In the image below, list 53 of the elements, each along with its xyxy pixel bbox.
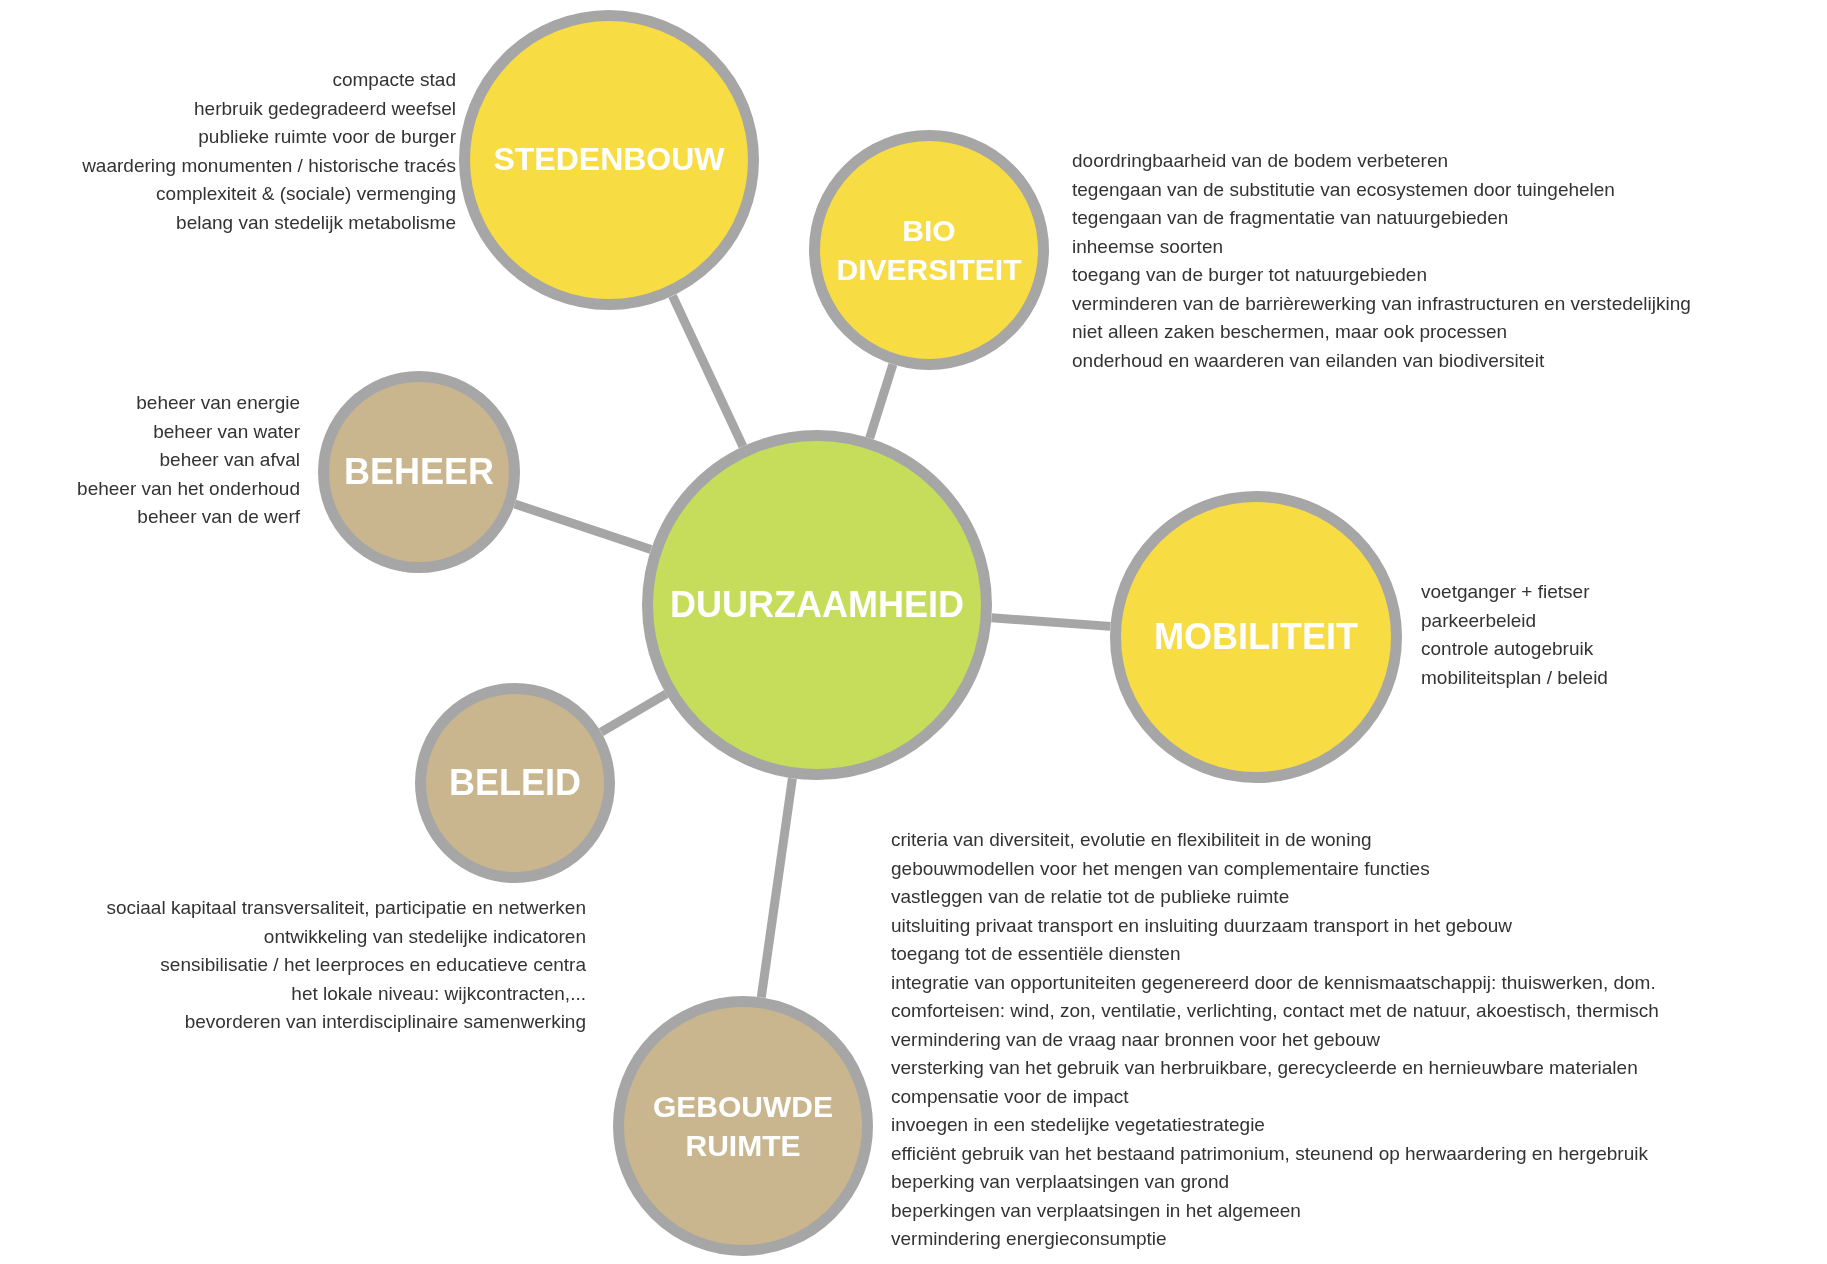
connector-line [668,294,747,449]
topic-title: DUURZAAMHEID [670,582,964,627]
list-item-text: beperkingen van verplaatsingen in het algemeen [891,1198,1301,1223]
list-item-text: publieke ruimte voor de burger [198,125,456,149]
list-item-text: mobiliteitsplan / beleid [1421,665,1608,690]
list-item-text: sensibilisatie / het leerproces en educatieve centra [160,953,586,977]
list-item-text: bevorderen van interdisciplinaire samenwerking [184,1010,586,1034]
connector-line [598,690,669,737]
list-item-text: criteria van diversiteit, evolutie en flexibiliteit in de woning [891,828,1372,852]
list-item-text: het lokale niveau: wijkcontracten,... [291,981,586,1006]
list-item-text: toegang van de burger tot natuurgebieden [1072,263,1427,287]
connector-line [991,613,1111,631]
list-item-text: toegang tot de essentiële diensten [891,942,1181,966]
topic-title: MOBILITEIT [1154,614,1358,659]
list-item-text: parkeerbeleid [1421,608,1537,633]
list-item-text: vermindering van de vraag naar bronnen voor het gebouw [891,1027,1381,1052]
list-item-text: beperking van verplaatsingen van grond [891,1170,1229,1194]
list-item-text: compensatie voor de impact [891,1084,1129,1109]
list-item-text: verminderen van de barrièrewerking van infrastructuren en verstedelijking [1072,291,1691,316]
list-item-text: integratie van opportuniteiten gegenereerd door de kennismaatschappij: thuiswerken, dom. [891,970,1656,995]
list-item-text: invoegen in een stedelijke vegetatiestrategie [891,1113,1265,1137]
list-item-text: complexiteit & (sociale) vermenging [156,182,456,206]
list-item-text: onderhoud en waarderen van eilanden van biodiversiteit [1072,348,1545,373]
list-item-text: sociaal kapitaal transversaliteit, participatie en netwerken [106,896,586,920]
list-item-text: controle autogebruik [1421,637,1594,661]
list-item-text: inheemse soorten [1072,234,1224,259]
list-item-text: herbruik gedegradeerd weefsel [194,96,456,121]
list-item-text: compacte stad [332,68,456,92]
list-item-text: waardering monumenten / historische tracés [82,153,456,178]
list-item-text: vastleggen van de relatie tot de publieke ruimte [891,885,1290,909]
list-item-text: gebouwmodellen voor het mengen van complementaire functies [891,856,1430,881]
list-item-text: voetganger + fietser [1421,580,1590,604]
list-item-text: beheer van de werf [137,505,300,529]
topic-title: BIO DIVERSITEIT [835,213,1023,288]
list-item-text: uitsluiting privaat transport en insluiting duurzaam transport in het gebouw [891,913,1513,938]
list-item-text: beheer van water [153,419,300,444]
list-item-text: beheer van afval [159,448,300,472]
topic-title: BELEID [449,760,581,805]
list-item-text: niet alleen zaken beschermen, maar ook processen [1072,320,1508,344]
list-item-text: belang van stedelijk metabolisme [176,210,456,235]
list-item-text: versterking van het gebruik van herbruikbare, gerecycleerde en hernieuwbare materialen [891,1056,1638,1080]
list-item-text: doordringbaarheid van de bodem verbeteren [1072,149,1449,173]
list-item-text: tegengaan van de fragmentatie van natuurgebieden [1072,206,1509,230]
topic-title: BEHEER [344,449,494,494]
list-item-text: beheer van het onderhoud [77,476,300,501]
list-item-text: ontwikkeling van stedelijke indicatoren [263,924,586,949]
list-item-text: tegengaan van de substitutie van ecosystemen door tuingehelen [1072,177,1615,202]
topic-title: GEBOUWDE RUIMTE [653,1089,833,1164]
list-item-text: efficiënt gebruik van het bestaand patrimonium, steunend op herwaardering en hergebruik [891,1141,1648,1166]
list-item-text: beheer van energie [136,391,300,415]
topic-title: STEDENBOUW [493,140,725,180]
list-item-text: comforteisen: wind, zon, ventilatie, verlichting, contact met de natuur, akoestisch, thermisch [891,999,1659,1023]
list-item-text: vermindering energieconsumptie [891,1227,1167,1251]
